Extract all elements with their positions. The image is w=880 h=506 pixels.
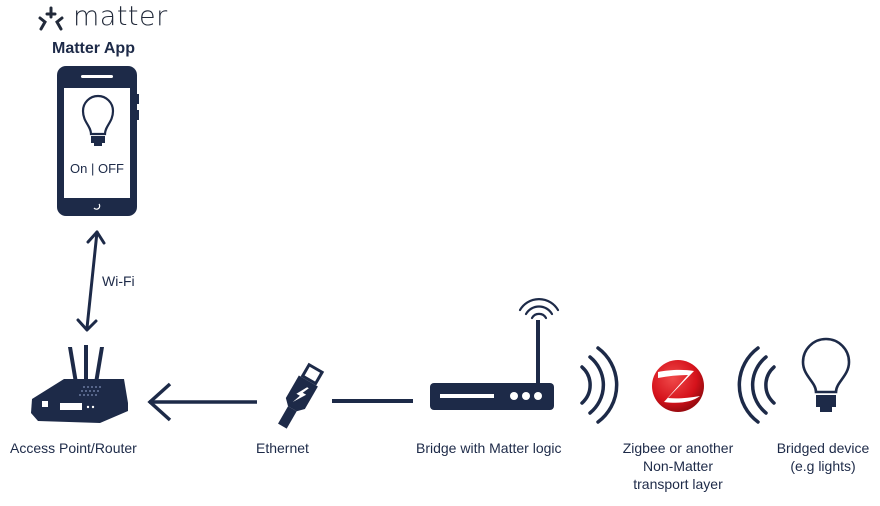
bridge-led xyxy=(522,392,530,400)
phone-home-icon xyxy=(93,203,101,210)
phone-speaker xyxy=(81,75,113,78)
app-title: Matter App xyxy=(52,40,135,57)
phone-screen: On | OFF xyxy=(64,88,130,198)
transport-label-line3: transport layer xyxy=(633,476,723,492)
matter-brand-text: matter xyxy=(73,1,168,32)
bridge-wifi-signal-icon xyxy=(518,297,560,320)
router-label: Access Point/Router xyxy=(10,440,137,456)
zigbee-logo-icon xyxy=(652,360,704,412)
bridged-device-label: Bridged device (e.g lights) xyxy=(768,439,878,475)
phone-device: On | OFF xyxy=(57,66,139,216)
device-radio-waves-icon xyxy=(737,346,776,424)
transport-label: Zigbee or another Non-Matter transport l… xyxy=(618,439,738,493)
bridge-label: Bridge with Matter logic xyxy=(416,440,562,456)
bridge-device-icon xyxy=(430,383,554,410)
bridged-device-label-line2: (e.g lights) xyxy=(790,458,856,474)
router-icon xyxy=(31,345,128,423)
bridge-slot xyxy=(440,394,494,398)
ethernet-to-router-arrow xyxy=(147,382,257,422)
bridged-lightbulb-icon xyxy=(801,337,851,412)
wifi-label: Wi-Fi xyxy=(102,273,135,289)
wifi-link-arrow xyxy=(76,230,106,332)
bridge-led xyxy=(534,392,542,400)
transport-label-line1: Zigbee or another xyxy=(622,440,734,456)
phone-side-button xyxy=(136,110,139,120)
bridged-device-label-line1: Bridged device xyxy=(776,440,870,456)
bridge-radio-waves-icon xyxy=(580,346,619,424)
lightbulb-icon xyxy=(81,94,115,146)
transport-label-line2: Non-Matter xyxy=(642,458,714,474)
matter-logo-icon xyxy=(38,6,64,31)
phone-screen-text[interactable]: On | OFF xyxy=(70,161,124,176)
ethernet-to-bridge-line xyxy=(332,399,413,403)
ethernet-cable-icon xyxy=(278,362,325,429)
phone-side-button xyxy=(136,94,139,104)
bridge-antenna xyxy=(536,320,540,384)
ethernet-label: Ethernet xyxy=(256,440,309,456)
bridge-led xyxy=(510,392,518,400)
